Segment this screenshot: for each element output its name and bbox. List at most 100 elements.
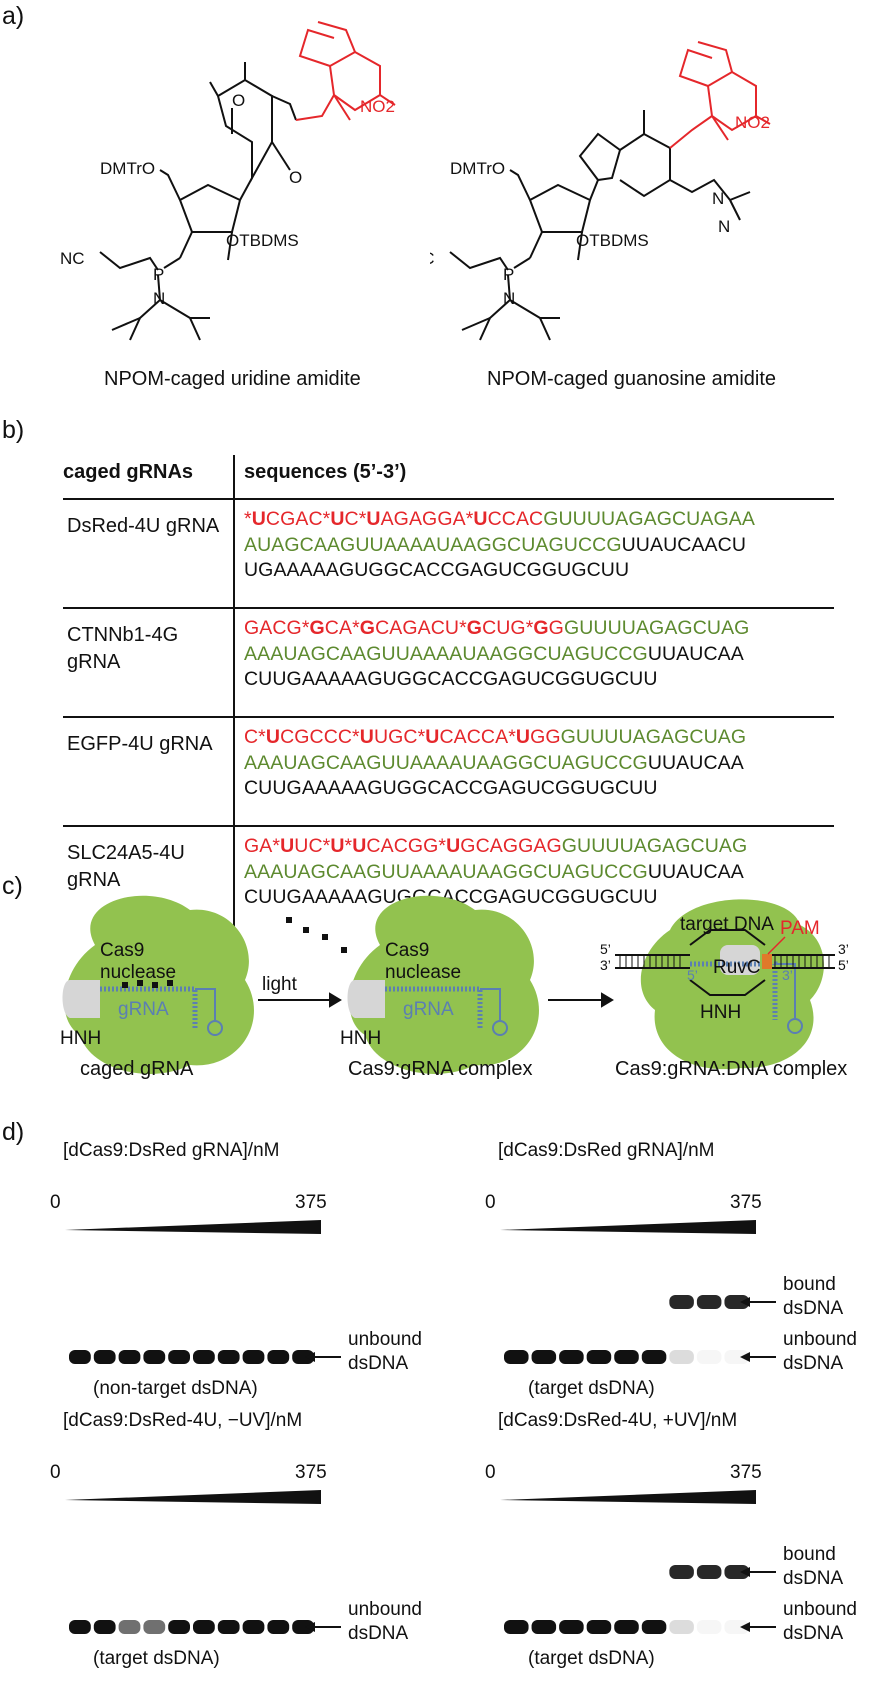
grna-sequence: C*UCGCCC*UUGC*UCACCA*UGGGUUUUAGAGCUAG AA… (234, 717, 834, 827)
cas9-label: Cas9 (100, 940, 144, 961)
sequence-segment: GUUUUAGAGCUAGAA AUAGCAAGUUAAAAUAAGGCUAGU… (244, 508, 755, 556)
end-3-label: 3’ (838, 941, 849, 957)
unbound-band (193, 1620, 215, 1634)
sequence-segment: CAGACU* (375, 617, 467, 639)
gel-title: [dCas9:DsRed-4U, −UV]/nM (63, 1410, 303, 1431)
unbound-band (143, 1620, 166, 1634)
gel-image (500, 1220, 756, 1364)
cas9-blob-uncaged (347, 895, 539, 1074)
grna-label: gRNA (403, 999, 454, 1020)
sequence-segment: * (344, 835, 353, 857)
sequence-segment: AGAGGA* (380, 508, 474, 530)
gel-title: [dCas9:DsRed gRNA]/nM (498, 1140, 715, 1161)
panel-label-a: a) (2, 2, 25, 30)
unbound-band (69, 1620, 91, 1634)
unbound-band (559, 1620, 584, 1634)
unbound-band (168, 1350, 190, 1364)
unbound-band (93, 1620, 116, 1634)
panel-label-d: d) (2, 1118, 25, 1146)
no2-label: NO2 (360, 97, 395, 116)
cas9-label: Cas9 (385, 940, 429, 961)
unbound-band (614, 1620, 639, 1634)
unbound-band (168, 1620, 190, 1634)
concentration-wedge (500, 1220, 756, 1234)
unbound-band (93, 1350, 116, 1364)
gel-max-label: 375 (295, 1462, 327, 1483)
n-label: N (153, 289, 165, 308)
grna-sequence: GACG*GCA*GCAGACU*GCUG*GGGUUUUAGAGCUAG AA… (234, 608, 834, 718)
grna-sequence: GA*UUC*U*UCACGG*UGCAGGAGGUUUUAGAGCUAG AA… (234, 826, 834, 934)
sequence-segment: U (251, 508, 266, 530)
unbound-band (292, 1620, 314, 1634)
p-label: P (503, 265, 514, 284)
sequence-segment: CACGG* (366, 835, 447, 857)
guanosine-caption: NPOM-caged guanosine amidite (487, 368, 777, 390)
dmtro-label: DMTrO (450, 159, 505, 178)
unbound-band (669, 1350, 694, 1364)
bound-label: bound dsDNA (783, 1544, 844, 1589)
sequence-segment: U (330, 835, 345, 857)
gel-min-label: 0 (485, 1462, 496, 1483)
end-5-label: 5’ (838, 957, 849, 973)
nuclease-label: nuclease (385, 962, 461, 983)
sequence-segment: CGAC* (265, 508, 331, 530)
sequence-segment: U (359, 726, 374, 748)
nc-label: NC (60, 249, 85, 268)
cas9-blob-caged (62, 895, 254, 1074)
unbound-band (586, 1350, 612, 1364)
gel-subtitle: (non-target dsDNA) (93, 1378, 258, 1399)
unbound-arrow (305, 1620, 341, 1638)
uridine-amidite-structure: DMTrO OTBDMS NC P N O O NO2 (60, 21, 396, 341)
n-label: N (503, 289, 515, 308)
gel-title: [dCas9:DsRed-4U, +UV]/nM (498, 1410, 738, 1431)
concentration-wedge (500, 1490, 756, 1504)
unbound-label: unbound dsDNA (348, 1599, 422, 1644)
gel-min-label: 0 (50, 1192, 61, 1213)
pam-label: PAM (780, 918, 820, 939)
unbound-band (267, 1620, 290, 1634)
end-3-label: 3’ (782, 967, 793, 983)
table-row: DsRed-4U gRNA *UCGAC*UC*UAGAGGA*UCCACGUU… (63, 499, 834, 609)
unbound-band (696, 1620, 722, 1634)
o-label: O (232, 91, 245, 110)
sequence-segment: GUUUUAGAGCUAG AAAUAGCAAGUUAAAAUAAGGCUAGU… (244, 726, 747, 774)
light-label: light (262, 974, 298, 995)
unbound-arrow (740, 1620, 776, 1638)
unbound-band (669, 1620, 694, 1634)
unbound-band (242, 1350, 265, 1364)
unbound-band (143, 1350, 166, 1364)
bound-band (669, 1565, 694, 1579)
unbound-band (504, 1620, 529, 1634)
unbound-band (504, 1350, 529, 1364)
caption-caged-grna: caged gRNA (80, 1058, 194, 1080)
concentration-wedge (65, 1220, 321, 1234)
sequence-segment: CGCCC* (280, 726, 360, 748)
unbound-band (217, 1620, 240, 1634)
unbound-band (242, 1620, 265, 1634)
p-label: P (153, 265, 164, 284)
cage-groups (122, 917, 347, 988)
sequence-segment: C* (344, 508, 367, 530)
hnh-label: HNH (340, 1028, 381, 1049)
bound-label: bound dsDNA (783, 1274, 844, 1319)
column-header-grnas: caged gRNAs (63, 455, 235, 500)
unbound-band (559, 1350, 584, 1364)
unbound-band (118, 1350, 141, 1364)
sequence-segment: CUG* (482, 617, 534, 639)
grna-name: EGFP-4U gRNA (63, 717, 235, 827)
unbound-band (267, 1350, 290, 1364)
sequence-segment: U (280, 835, 295, 857)
sequence-segment: * (244, 508, 252, 530)
sequence-segment: GUUUUAGAGCUAG AAAUAGCAAGUUAAAAUAAGGCUAGU… (244, 617, 750, 665)
sequence-segment: U (446, 835, 461, 857)
unbound-band (531, 1620, 557, 1634)
caption-cas9-grna: Cas9:gRNA complex (348, 1058, 533, 1080)
unbound-band (118, 1620, 141, 1634)
cas9-schematic: Cas9 nuclease Cas9 nuclease HNH HNH HNH … (60, 895, 849, 1074)
sequence-segment: UUAUCAACU UGAAAAAGUGGCACCGAGUCGGUGCUU (244, 533, 747, 582)
sequence-segment: UC* (294, 835, 331, 857)
sequence-segment: UUAUCAA CUUGAAAAAGUGGCACCGAGUCGGUGCUU (244, 642, 744, 691)
end-3-label: 3’ (600, 957, 611, 973)
hnh-label: HNH (700, 1002, 741, 1023)
nc-label: NC (430, 249, 435, 268)
